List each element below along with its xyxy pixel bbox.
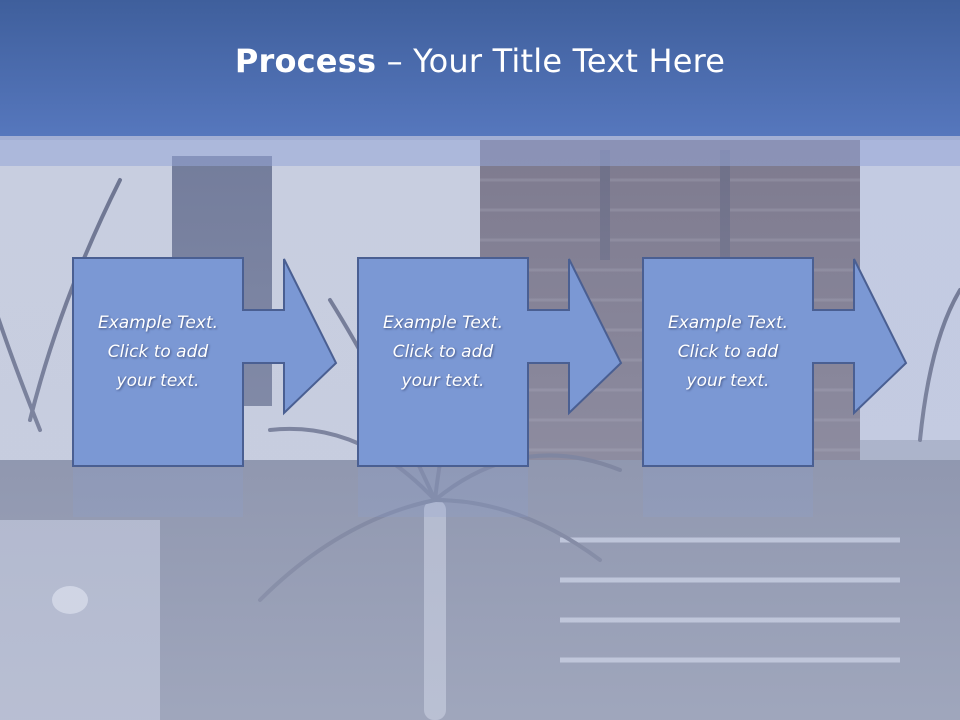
step-line: Example Text. xyxy=(97,313,219,333)
step-line: your text. xyxy=(401,371,485,391)
step-text-3[interactable]: Example Text. Click to add your text. xyxy=(642,309,814,396)
step-line: Example Text. xyxy=(382,313,504,333)
step-line: Example Text. xyxy=(667,313,789,333)
step-text-2[interactable]: Example Text. Click to add your text. xyxy=(357,309,529,396)
right-arrow-icon xyxy=(357,257,623,517)
step-line: Click to add xyxy=(392,342,494,362)
step-line: Click to add xyxy=(677,342,779,362)
step-line: your text. xyxy=(116,371,200,391)
title-bar: Process – Your Title Text Here xyxy=(0,0,960,136)
step-line: your text. xyxy=(686,371,770,391)
process-step-1[interactable]: Example Text. Click to add your text. xyxy=(72,257,340,517)
title-sub-band xyxy=(0,136,960,166)
right-arrow-icon xyxy=(72,257,338,517)
title-bold-text: Process xyxy=(234,42,377,80)
title-regular-text: – Your Title Text Here xyxy=(376,42,726,80)
process-step-3[interactable]: Example Text. Click to add your text. xyxy=(642,257,910,517)
process-step-2[interactable]: Example Text. Click to add your text. xyxy=(357,257,625,517)
right-arrow-icon xyxy=(642,257,908,517)
page-title[interactable]: Process – Your Title Text Here xyxy=(235,42,725,80)
step-line: Click to add xyxy=(107,342,209,362)
step-text-1[interactable]: Example Text. Click to add your text. xyxy=(72,309,244,396)
